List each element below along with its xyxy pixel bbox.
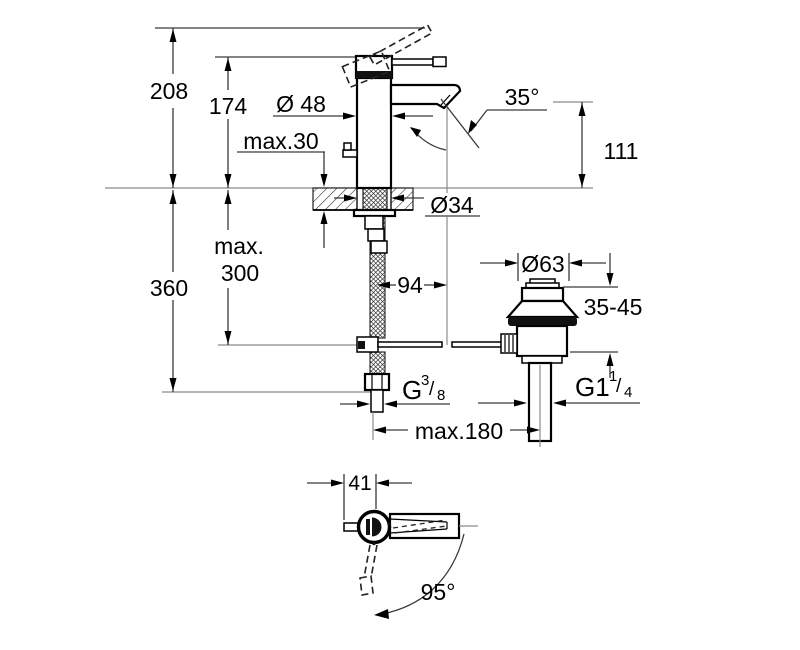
waste-body bbox=[515, 324, 569, 358]
mounting-nut bbox=[364, 215, 384, 230]
popup-rod-right bbox=[451, 341, 503, 348]
dim-g114-label: G1 1 / 4 bbox=[575, 368, 632, 402]
cartridge-detail bbox=[372, 517, 382, 537]
dim-360-label: 360 bbox=[150, 275, 188, 301]
spout bbox=[389, 83, 462, 110]
dim-g38-label: G 3 / 8 bbox=[402, 372, 445, 405]
hose-fitting-2 bbox=[370, 240, 388, 254]
dim-dia34-label: Ø34 bbox=[430, 192, 474, 218]
svg-text:3: 3 bbox=[421, 372, 429, 389]
hose-fitting-1 bbox=[367, 228, 385, 242]
dim-dia48-label: Ø 48 bbox=[276, 91, 326, 117]
threaded-shank bbox=[362, 187, 388, 211]
dimensions: 208 174 max.30 Ø 48 35° 111 bbox=[150, 28, 643, 444]
dim-max300-label-2: 300 bbox=[221, 260, 259, 286]
svg-text:/: / bbox=[429, 379, 435, 400]
dim-111-label: 111 bbox=[604, 138, 639, 164]
popup-rod-left bbox=[377, 341, 443, 348]
lever-swung-outline bbox=[359, 575, 374, 596]
dim-94-label: 94 bbox=[397, 272, 423, 298]
supply-tube bbox=[370, 389, 384, 413]
dim-174-label: 174 bbox=[209, 93, 248, 119]
aerator bbox=[440, 94, 451, 106]
dim-35deg-label: 35° bbox=[505, 84, 540, 110]
dim-41-label: 41 bbox=[348, 472, 371, 495]
faucet-front-view bbox=[341, 23, 503, 413]
svg-text:4: 4 bbox=[624, 384, 632, 401]
supply-nut-g38 bbox=[363, 372, 391, 392]
flex-hose-lower bbox=[369, 351, 386, 375]
stream-axis-line bbox=[440, 98, 480, 149]
handle-raised-outline bbox=[341, 49, 391, 89]
dim-max30-label: max.30 bbox=[243, 128, 318, 154]
waste-neck bbox=[520, 286, 565, 303]
faucet-body bbox=[355, 75, 393, 190]
dim-max300-label-1: max. bbox=[214, 233, 264, 259]
svg-text:/: / bbox=[616, 376, 622, 397]
dim-max180-label: max.180 bbox=[415, 418, 503, 444]
dim-3545-label: 35-45 bbox=[584, 294, 643, 320]
swing-arc bbox=[376, 533, 465, 616]
drain-assembly bbox=[500, 278, 580, 447]
svg-text:8: 8 bbox=[437, 387, 445, 404]
waste-flare bbox=[505, 299, 580, 319]
mounting-washer bbox=[352, 208, 397, 218]
dim-dia63-label: Ø63 bbox=[521, 251, 564, 277]
dim-95deg-label: 95° bbox=[421, 579, 456, 605]
spout-plan bbox=[388, 512, 461, 540]
popup-knob bbox=[342, 149, 358, 158]
lever-raised-outline bbox=[368, 23, 434, 67]
svg-text:1: 1 bbox=[609, 368, 617, 385]
faucet-plan-view: 41 95° bbox=[307, 472, 478, 619]
lever-handle-tip bbox=[432, 56, 447, 68]
svg-text:G: G bbox=[402, 375, 422, 405]
svg-text:G1: G1 bbox=[575, 372, 610, 402]
dim-208-label: 208 bbox=[150, 78, 188, 104]
waste-seal-ring bbox=[508, 317, 577, 326]
lever-handle bbox=[391, 58, 434, 66]
popup-rod-plan bbox=[343, 522, 359, 532]
